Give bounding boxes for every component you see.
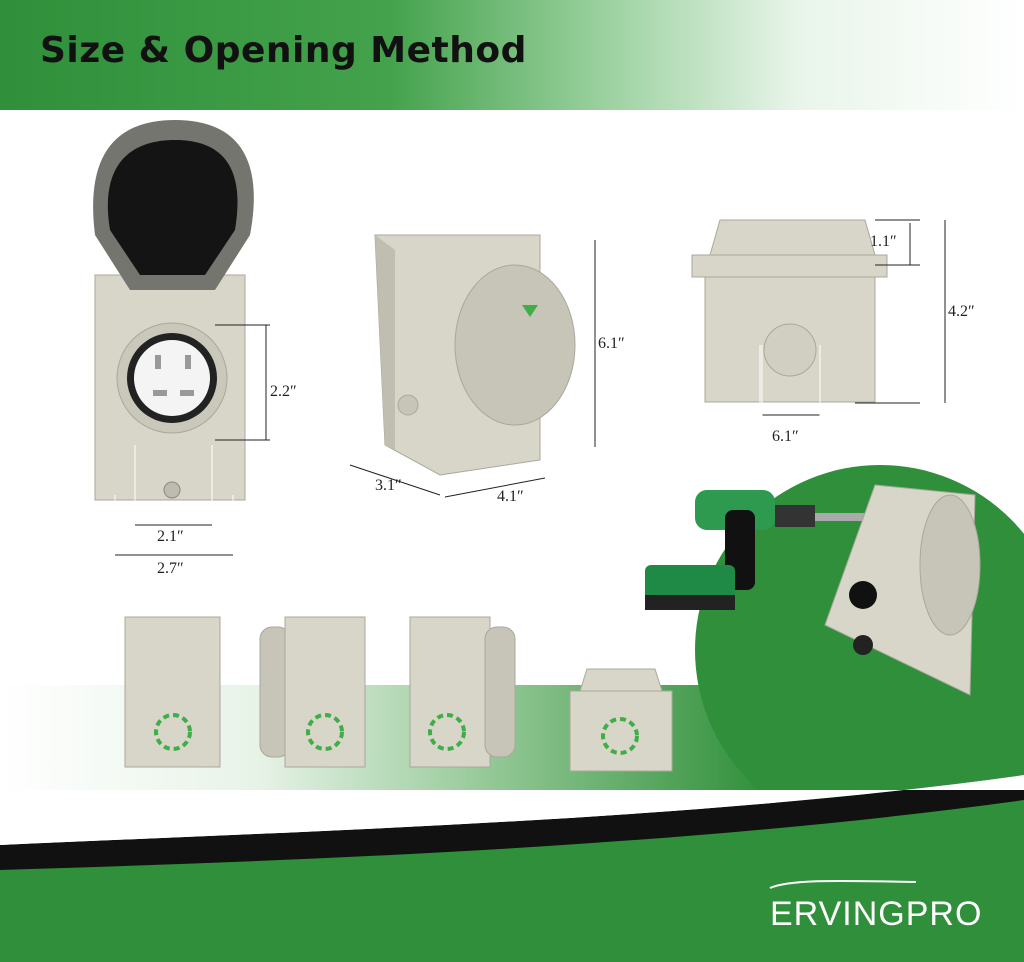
top-lid-label: 1.1″: [870, 233, 897, 250]
side-view-back: [124, 616, 221, 768]
brand-swash: [769, 879, 917, 889]
iso-depth-label: 3.1″: [375, 477, 402, 494]
front-inner-width-label: 2.1″: [157, 528, 184, 545]
isometric-view-illustration: [349, 234, 596, 498]
side-view-right: [409, 616, 516, 768]
top-height-label: 4.2″: [948, 303, 975, 320]
green-swoosh: [0, 800, 1024, 962]
side-view-bottom: [569, 668, 673, 772]
iso-width-label: 4.1″: [497, 488, 524, 505]
front-dimension-lines: [114, 324, 270, 565]
white-gap: [0, 775, 1024, 845]
top-view-illustration: [691, 219, 920, 415]
iso-height-label: 6.1″: [598, 335, 625, 352]
side-view-left: [259, 616, 366, 768]
brand-logo-text: ERVINGPRO: [770, 895, 983, 933]
front-height-label: 2.2″: [270, 383, 297, 400]
top-dimension-lines: [761, 220, 946, 425]
drill-illustration: [645, 484, 981, 696]
page-title: Size & Opening Method: [40, 30, 527, 71]
front-view-illustration: [93, 120, 254, 501]
top-knockout-label: 6.1″: [772, 428, 799, 445]
front-outer-width-label: 2.7″: [157, 560, 184, 577]
header-banner: [0, 0, 1024, 110]
